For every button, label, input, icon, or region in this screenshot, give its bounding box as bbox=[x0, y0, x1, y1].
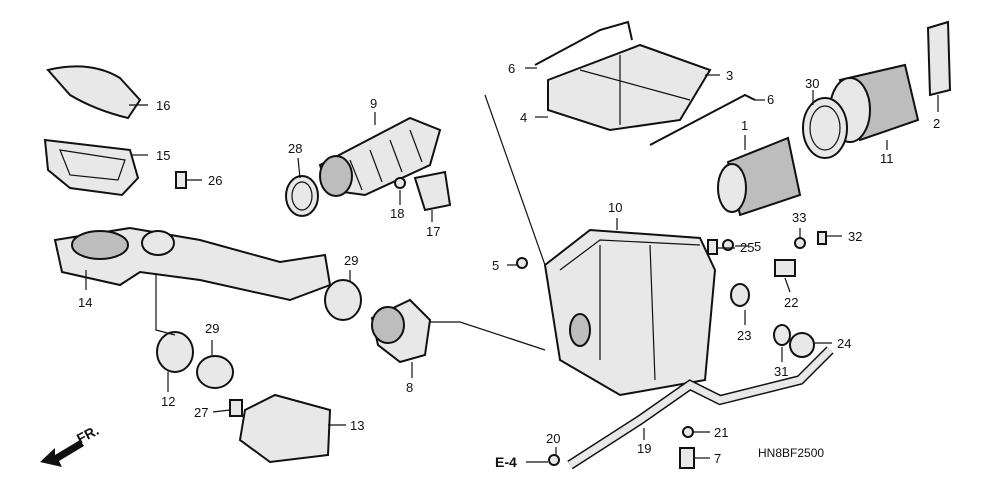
label-32: 32 bbox=[848, 229, 862, 244]
part-2-bracket bbox=[926, 20, 952, 97]
label-29-lower: 29 bbox=[205, 321, 219, 336]
part-13-cover bbox=[238, 393, 332, 464]
part-7-plug bbox=[679, 447, 695, 469]
label-13: 13 bbox=[350, 418, 364, 433]
part-1-element bbox=[717, 136, 802, 217]
label-6-upper: 6 bbox=[508, 61, 515, 76]
part-17-sensor bbox=[413, 170, 452, 212]
label-20: 20 bbox=[546, 431, 560, 446]
label-18: 18 bbox=[390, 206, 404, 221]
label-29-upper: 29 bbox=[344, 253, 358, 268]
label-23: 23 bbox=[737, 328, 751, 343]
part-31-grommet bbox=[773, 324, 791, 346]
part-14-intake-duct bbox=[53, 226, 332, 302]
label-3: 3 bbox=[726, 68, 733, 83]
part-3-case-cover bbox=[547, 43, 712, 132]
label-28: 28 bbox=[288, 141, 302, 156]
label-24: 24 bbox=[837, 336, 851, 351]
label-25: 25 bbox=[740, 240, 754, 255]
label-14: 14 bbox=[78, 295, 92, 310]
part-33-washer bbox=[794, 237, 806, 249]
part-12-ring bbox=[156, 331, 194, 373]
part-6-clip-upper bbox=[534, 20, 633, 66]
part-19-drain-tube bbox=[567, 346, 834, 470]
label-16: 16 bbox=[156, 98, 170, 113]
label-9: 9 bbox=[370, 96, 377, 111]
label-26: 26 bbox=[208, 173, 222, 188]
part-22-drain-plug bbox=[774, 259, 796, 277]
label-33: 33 bbox=[792, 210, 806, 225]
part-6-clip-lower bbox=[649, 93, 756, 146]
label-12: 12 bbox=[161, 394, 175, 409]
label-5-upper: 5 bbox=[754, 239, 761, 254]
label-2: 2 bbox=[933, 116, 940, 131]
part-27-bolt bbox=[229, 399, 243, 417]
label-30: 30 bbox=[805, 76, 819, 91]
diagram-code: HN8BF2500 bbox=[758, 446, 824, 460]
ref-e4: E-4 bbox=[495, 454, 517, 470]
label-4: 4 bbox=[520, 110, 527, 125]
label-19: 19 bbox=[637, 441, 651, 456]
part-10-air-cleaner-case bbox=[543, 228, 717, 397]
label-10: 10 bbox=[608, 200, 622, 215]
label-15: 15 bbox=[156, 148, 170, 163]
label-31: 31 bbox=[774, 364, 788, 379]
part-24-joint bbox=[789, 332, 815, 358]
part-29-band-lower bbox=[196, 355, 234, 389]
part-9-connecting-tube bbox=[318, 116, 442, 197]
part-15-tray bbox=[43, 138, 140, 197]
label-27: 27 bbox=[194, 405, 208, 420]
leader-lines bbox=[85, 67, 939, 463]
callout-labels: 16 15 26 14 9 28 18 17 6 3 4 6 1 30 11 2… bbox=[78, 61, 940, 470]
label-1: 1 bbox=[741, 118, 748, 133]
part-25-bolt bbox=[707, 239, 718, 255]
part-18-clip bbox=[394, 177, 406, 189]
part-30-clamp bbox=[802, 97, 848, 159]
label-7: 7 bbox=[714, 451, 721, 466]
part-8-joint bbox=[370, 298, 432, 364]
part-21-clip bbox=[682, 426, 694, 438]
part-29-band-upper bbox=[324, 279, 362, 321]
label-8: 8 bbox=[406, 380, 413, 395]
part-26-bolt bbox=[175, 171, 187, 189]
label-11: 11 bbox=[880, 151, 894, 166]
label-21: 21 bbox=[714, 425, 728, 440]
label-22: 22 bbox=[784, 295, 798, 310]
part-32-bolt bbox=[817, 231, 827, 245]
label-17: 17 bbox=[426, 224, 440, 239]
part-20-clip bbox=[548, 454, 560, 466]
front-arrow: FR. bbox=[40, 422, 101, 467]
part-28-band bbox=[285, 175, 319, 217]
part-23-grommet bbox=[730, 283, 750, 307]
label-6-lower: 6 bbox=[767, 92, 774, 107]
part-5-clip-lower bbox=[516, 257, 528, 269]
part-16-cover bbox=[46, 65, 142, 120]
label-5-lower: 5 bbox=[492, 258, 499, 273]
